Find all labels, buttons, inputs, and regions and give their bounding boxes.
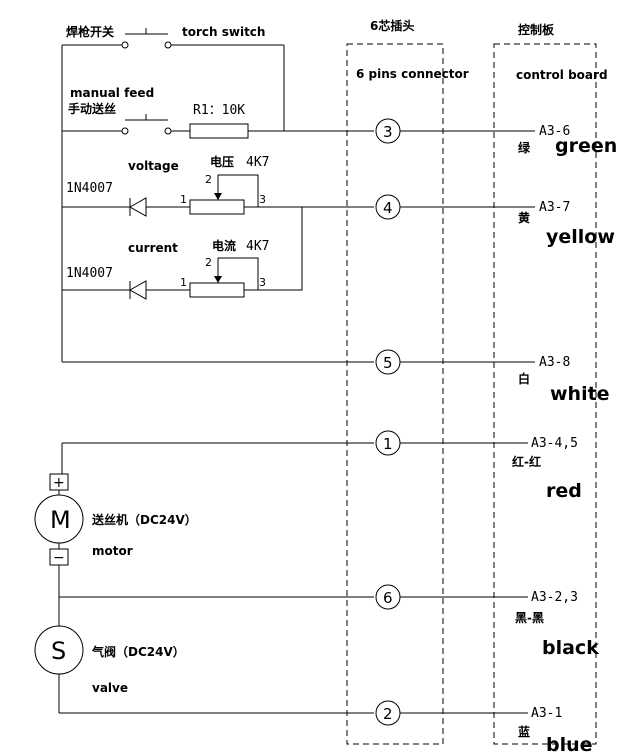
pin-1-color-cn: 红-红 [512, 454, 541, 469]
pin-5-board: A3-8 [539, 355, 570, 370]
pin-3-color-cn: 绿 [518, 140, 531, 155]
motor-label-en: motor [92, 544, 133, 558]
voltage-value: 4K7 [246, 155, 269, 170]
manual-feed-contact-b [164, 127, 172, 135]
pin-2-board: A3-1 [531, 706, 562, 721]
torch-switch-contact-b [164, 41, 172, 49]
pin-1-number: 1 [383, 435, 393, 453]
torch-switch-label-en: torch switch [182, 25, 265, 39]
board-title-cn: 控制板 [518, 22, 555, 37]
diode-1 [128, 197, 147, 217]
voltage-pin-2: 2 [205, 173, 212, 186]
pin-4-color-cn: 黄 [518, 210, 530, 225]
pin-6-color-cn: 黑-黑 [515, 611, 544, 625]
current-wiper-arrow [214, 276, 222, 283]
pin-1-board: A3-4,5 [531, 436, 578, 451]
pin-3-color-en: green [555, 135, 617, 157]
board-title-en: control board [516, 68, 608, 82]
pin-4-number: 4 [383, 199, 393, 217]
voltage-label-en: voltage [128, 159, 179, 173]
pin-4: 4 A3-7 黄 yellow [375, 194, 615, 248]
torch-switch-label-cn: 焊枪开关 [66, 24, 114, 39]
svg-text:−: − [53, 550, 65, 566]
pin-3-board: A3-6 [539, 124, 570, 139]
connector-box [346, 43, 444, 745]
diode-2 [128, 280, 147, 300]
current-potentiometer [189, 282, 245, 298]
current-label-cn: 电流 [212, 238, 236, 253]
pin-5-color-cn: 白 [518, 371, 530, 386]
motor-label-cn: 送丝机（DC24V） [91, 512, 197, 527]
current-pin-1: 1 [180, 276, 187, 289]
connector-title-cn: 6芯插头 [370, 18, 414, 33]
pin-4-color-en: yellow [546, 226, 615, 248]
manual-feed-label-en: manual feed [70, 86, 154, 100]
pin-2-color-en: blue [546, 734, 593, 755]
pin-4-board: A3-7 [539, 200, 570, 215]
pin-5: 5 A3-8 白 white [375, 349, 610, 405]
pin-6-number: 6 [383, 589, 393, 607]
pin-1: 1 A3-4,5 红-红 red [375, 430, 582, 502]
valve-label-cn: 气阀（DC24V） [91, 644, 185, 659]
pin-1-color-en: red [546, 480, 582, 502]
pin-3-number: 3 [383, 123, 393, 141]
valve-symbol: S [51, 637, 66, 665]
current-pin-3: 3 [259, 276, 266, 289]
pin-6-board: A3-2,3 [531, 590, 578, 605]
manual-feed-label-cn: 手动送丝 [68, 101, 116, 116]
diode-1-label: 1N4007 [66, 181, 113, 196]
pin-5-color-en: white [550, 383, 610, 405]
torch-switch-contact-a [121, 41, 129, 49]
r1-label: R1：10K [193, 103, 245, 118]
voltage-label-cn: 电压 [210, 154, 234, 169]
connector-title-en: 6 pins connector [356, 67, 469, 81]
pin-2-number: 2 [383, 705, 393, 723]
pin-6: 6 A3-2,3 黑-黑 black [375, 584, 599, 659]
control-board-box [493, 43, 597, 745]
current-value: 4K7 [246, 239, 269, 254]
diode-2-label: 1N4007 [66, 266, 113, 281]
current-label-en: current [128, 241, 178, 255]
pin-5-number: 5 [383, 354, 393, 372]
manual-feed-contact-a [121, 127, 129, 135]
motor-symbol: M [50, 506, 71, 534]
pin-3: 3 A3-6 绿 green [375, 118, 617, 157]
voltage-wiper-arrow [214, 193, 222, 200]
pin-2-color-cn: 蓝 [518, 724, 530, 739]
voltage-pin-1: 1 [180, 193, 187, 206]
pin-6-color-en: black [542, 637, 599, 659]
voltage-potentiometer [189, 199, 245, 215]
valve-label-en: valve [92, 681, 128, 695]
pin-2: 2 A3-1 蓝 blue [375, 700, 593, 755]
svg-text:+: + [53, 475, 65, 491]
current-pin-2: 2 [205, 256, 212, 269]
voltage-pin-3: 3 [259, 193, 266, 206]
r1-resistor [189, 123, 249, 139]
